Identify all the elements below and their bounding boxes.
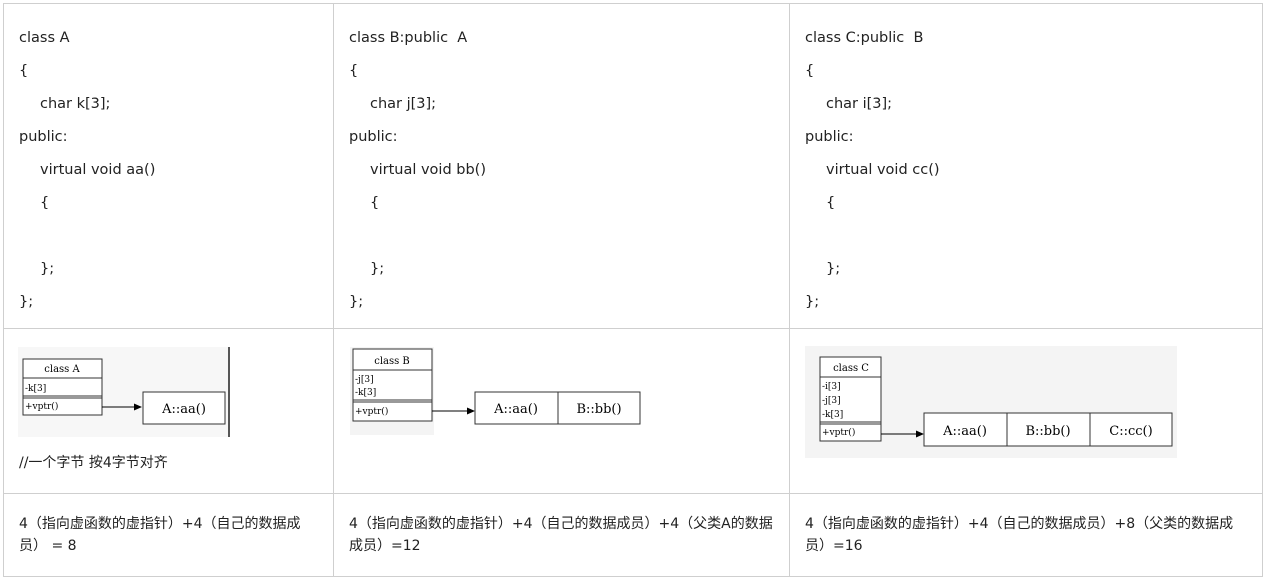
code-line: virtual void aa() [40, 162, 156, 178]
class-b-size-summary: 4（指向虚函数的虚指针）+4（自己的数据成员）+4（父类A的数据成员）=12 [349, 516, 773, 554]
row-divider [4, 328, 1262, 329]
code-line: public: [349, 129, 398, 145]
class-c-size-summary: 4（指向虚函数的虚指针）+4（自己的数据成员）+8（父类的数据成员）=16 [805, 516, 1234, 554]
class-b-code: class B:public A { char j[3]; public: vi… [349, 22, 486, 319]
code-line: { [370, 195, 380, 211]
vtable-entry: A::aa() [942, 424, 987, 439]
class-name-label: class B [374, 356, 410, 367]
code-line: }; [826, 261, 841, 277]
code-line: class C:public B [805, 30, 924, 46]
vptr-label: +vptr() [355, 406, 388, 417]
class-a-code: class A { char k[3]; public: virtual voi… [19, 22, 155, 319]
code-line: { [805, 63, 815, 79]
member-label: -k[3] [822, 410, 843, 420]
code-line: }; [370, 261, 385, 277]
code-line: }; [19, 294, 34, 310]
code-line: }; [349, 294, 364, 310]
vptr-label: +vptr() [822, 427, 855, 438]
vtable-entry: A::aa() [161, 402, 206, 417]
code-line: char k[3]; [40, 96, 111, 112]
column-divider [789, 4, 790, 576]
class-a-memory-diagram: class A -k[3] +vptr() A::aa() [18, 347, 230, 437]
member-label: -k[3] [25, 384, 46, 394]
class-c-code: class C:public B { char i[3]; public: vi… [805, 22, 940, 319]
arrow-head-icon [467, 407, 475, 415]
arrow-head-icon [134, 403, 142, 411]
member-label: -k[3] [355, 388, 376, 398]
vptr-label: +vptr() [25, 401, 58, 412]
member-label: -j[3] [355, 375, 374, 385]
class-name-label: class C [833, 363, 869, 374]
row-divider [4, 493, 1262, 494]
code-line: public: [805, 129, 854, 145]
arrow-head-icon [916, 430, 924, 438]
vtable-entry: C::cc() [1109, 424, 1152, 439]
vtable-entry: B::bb() [1025, 424, 1070, 439]
code-line: { [40, 195, 50, 211]
code-line: char i[3]; [826, 96, 893, 112]
code-line [805, 220, 940, 253]
code-line: { [19, 63, 29, 79]
code-line: }; [805, 294, 820, 310]
class-b-memory-diagram: class B -j[3] -k[3] +vptr() A::aa() B::b… [350, 347, 641, 435]
vtable-entry: A::aa() [493, 402, 538, 417]
class-c-memory-diagram: class C -i[3] -j[3] -k[3] +vptr() A::aa(… [805, 346, 1177, 458]
layout-table [3, 3, 1263, 577]
code-line: virtual void cc() [826, 162, 940, 178]
alignment-note: //一个字节 按4字节对齐 [19, 455, 168, 471]
code-line: virtual void bb() [370, 162, 486, 178]
class-name-label: class A [44, 364, 80, 375]
member-label: -j[3] [822, 396, 841, 406]
code-line [19, 220, 155, 253]
vtable-entry: B::bb() [576, 402, 621, 417]
code-line: }; [40, 261, 55, 277]
code-line: public: [19, 129, 68, 145]
code-line: class A [19, 30, 70, 46]
member-label: -i[3] [822, 382, 841, 392]
class-a-size-summary: 4（指向虚函数的虚指针）+4（自己的数据成员） = 8 [19, 516, 301, 554]
code-line: { [826, 195, 836, 211]
code-line: { [349, 63, 359, 79]
code-line: char j[3]; [370, 96, 437, 112]
code-line: class B:public A [349, 30, 468, 46]
code-line [349, 220, 486, 253]
column-divider [333, 4, 334, 576]
